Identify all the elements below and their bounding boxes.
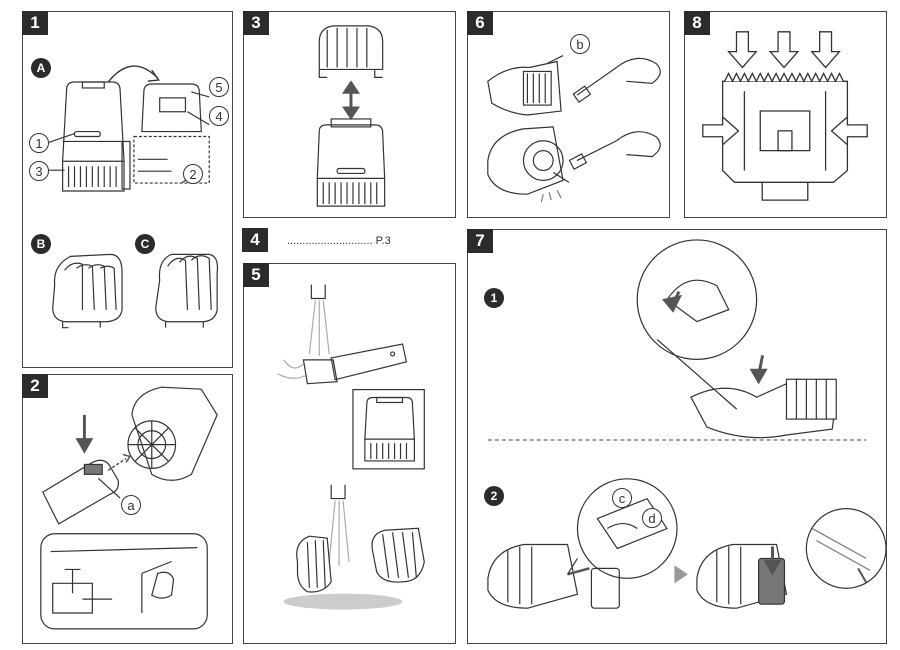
attach-comb-illustration — [316, 25, 386, 207]
badge-b: B — [31, 234, 51, 254]
brush-cleaning-illustration — [487, 55, 661, 203]
step-number-4: 4 — [242, 228, 268, 252]
panel-step-4: 4 ............................ P.3 — [242, 228, 456, 255]
attach-blade-illustration — [40, 386, 218, 630]
step-number-2: 2 — [22, 374, 48, 398]
badge-a: A — [31, 58, 51, 78]
step-number-7: 7 — [467, 229, 493, 253]
sub-step-1: 1 — [484, 288, 504, 308]
step-number-3: 3 — [243, 11, 269, 35]
blade-cleaning-illustration — [487, 239, 886, 609]
step-number-8: 8 — [684, 11, 710, 35]
trimmer-parts-illustration — [48, 65, 219, 329]
panel-step-3: 3 — [243, 11, 456, 218]
callout-c: c — [612, 488, 632, 508]
callout-d: d — [642, 508, 662, 528]
step-number-6: 6 — [467, 11, 493, 35]
callout-3: 3 — [29, 161, 49, 181]
panel-step-5: 5 — [243, 263, 456, 644]
panel-step-7: 7 — [467, 229, 887, 644]
sub-step-2: 2 — [484, 486, 504, 506]
panel-step-6: 6 b — [467, 11, 670, 218]
blade-removal-illustration — [702, 31, 868, 201]
callout-5: 5 — [209, 77, 229, 97]
page-reference: ............................ P.3 — [287, 235, 391, 247]
callout-1: 1 — [29, 133, 49, 153]
badge-c: C — [135, 234, 155, 254]
panel-step-8: 8 — [684, 11, 887, 218]
callout-b: b — [570, 34, 590, 54]
step-number-5: 5 — [243, 263, 269, 287]
callout-a: a — [121, 495, 141, 515]
rinse-under-water-illustration — [277, 284, 425, 610]
step-number-1: 1 — [22, 11, 48, 35]
callout-2: 2 — [183, 164, 203, 184]
panel-step-2: 2 a — [22, 374, 233, 644]
callout-4: 4 — [209, 106, 229, 126]
panel-step-1: 1 — [22, 11, 233, 368]
